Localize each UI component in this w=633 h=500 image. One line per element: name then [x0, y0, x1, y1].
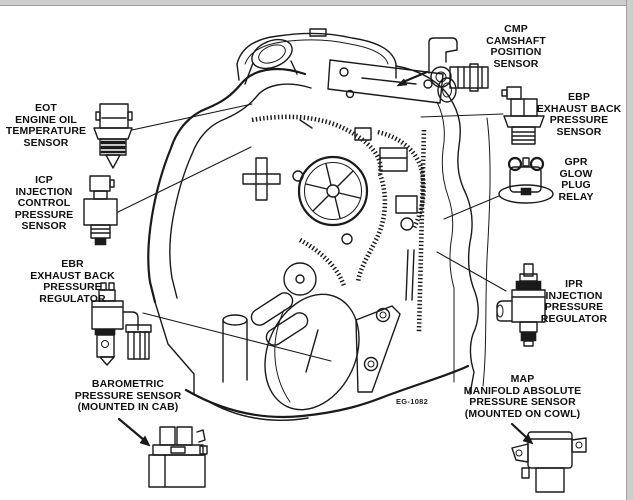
engine-illustration: [147, 28, 491, 421]
callout-map-manifold-absolute-pressure-sensor: MAP MANIFOLD ABSOLUTE PRESSURE SENSOR (M…: [463, 373, 582, 420]
ipr-regulator-icon: [496, 263, 546, 347]
callout-icp-injection-control-pressure-sensor: ICP INJECTION CONTROL PRESSURE SENSOR: [14, 174, 74, 232]
icp-sensor-icon: [83, 175, 118, 246]
leader-lines: [117, 103, 507, 362]
callout-ipr-injection-pressure-regulator: IPR INJECTION PRESSURE REGULATOR: [540, 278, 608, 325]
callout-barometric-pressure-sensor: BAROMETRIC PRESSURE SENSOR (MOUNTED IN C…: [74, 378, 182, 413]
gpr-relay-icon: [498, 156, 554, 204]
callout-gpr-glow-plug-relay: GPR GLOW PLUG RELAY: [558, 156, 594, 203]
ebr-regulator-icon: [91, 282, 152, 366]
ebp-sensor-icon: [501, 86, 545, 145]
callout-eot-engine-oil-temperature-sensor: EOT ENGINE OIL TEMPERATURE SENSOR: [5, 102, 87, 149]
pointer-arrows: [117, 70, 534, 447]
scan-edge-right: [626, 0, 633, 500]
map-sensor-icon: [511, 431, 587, 493]
callout-cmp-camshaft-position-sensor: CMP CAMSHAFT POSITION SENSOR: [486, 23, 546, 70]
barometric-sensor-icon: [148, 426, 208, 488]
callout-ebp-exhaust-back-pressure-sensor: EBP EXHAUST BACK PRESSURE SENSOR: [536, 91, 622, 138]
figure-code: EG-1082: [396, 397, 429, 406]
scan-edge-top: [0, 0, 633, 6]
cmp-sensor-icon: [428, 37, 489, 92]
eot-sensor-icon: [93, 103, 133, 169]
callout-ebr-exhaust-back-pressure-regulator: EBR EXHAUST BACK PRESSURE REGULATOR: [30, 258, 115, 305]
